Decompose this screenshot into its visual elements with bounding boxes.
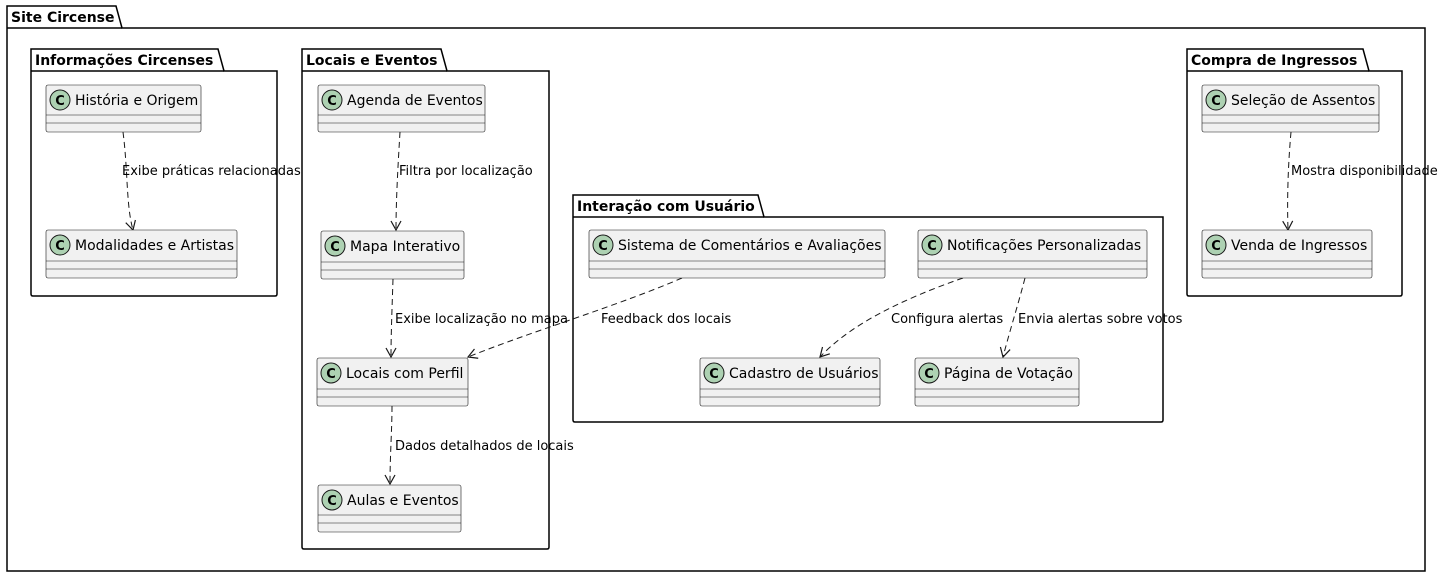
package-title: Site Circense — [11, 10, 115, 26]
class-aulas-e-eventos: C Aulas e Eventos — [317, 484, 462, 533]
edge-locaisperfil-aulas — [384, 405, 396, 486]
class-stereotype-letter: C — [598, 239, 608, 254]
class-stereotype-letter: C — [327, 94, 337, 109]
edge-label: Feedback dos locais — [601, 312, 731, 327]
class-name: Seleção de Assentos — [1231, 93, 1375, 109]
class-sistema-de-comentarios: C Sistema de Comentários e Avaliações — [588, 229, 886, 279]
class-venda-de-ingressos: C Venda de Ingressos — [1201, 229, 1373, 279]
class-stereotype-letter: C — [326, 367, 336, 382]
class-stereotype-icon — [592, 234, 614, 256]
package-locais-e-eventos: Locais e Eventos — [301, 48, 550, 550]
class-agenda-de-eventos: C Agenda de Eventos — [317, 84, 486, 133]
class-stereotype-icon — [918, 362, 940, 384]
edge-mapa-locaisperfil — [385, 278, 397, 359]
package-title: Informações Circenses — [35, 53, 213, 69]
class-stereotype-icon — [49, 234, 71, 256]
class-pagina-de-votacao: C Página de Votação — [914, 357, 1080, 407]
edge-label: Exibe práticas relacionadas — [122, 164, 301, 179]
class-name: Cadastro de Usuários — [729, 366, 879, 382]
edge-notificacoes-cadastro — [819, 277, 964, 358]
class-stereotype-icon — [1205, 234, 1227, 256]
class-name: Modalidades e Artistas — [75, 238, 234, 254]
class-historia-e-origem: C História e Origem — [45, 84, 202, 133]
class-stereotype-letter: C — [924, 367, 934, 382]
package-title: Compra de Ingressos — [1191, 53, 1357, 69]
class-notificacoes-personalizadas: C Notificações Personalizadas — [917, 229, 1148, 279]
class-stereotype-icon — [1205, 89, 1227, 111]
class-stereotype-letter: C — [1211, 239, 1221, 254]
class-name: Locais com Perfil — [346, 366, 463, 382]
class-stereotype-letter: C — [330, 240, 340, 255]
package-title: Locais e Eventos — [306, 53, 437, 69]
package-compra-de-ingressos: Compra de Ingressos — [1186, 48, 1403, 297]
edge-label: Mostra disponibilidade — [1291, 164, 1438, 179]
class-stereotype-icon — [703, 362, 725, 384]
edge-label: Envia alertas sobre votos — [1018, 312, 1183, 327]
class-name: História e Origem — [75, 93, 198, 109]
edge-label: Filtra por localização — [399, 164, 533, 179]
class-selecao-de-assentos: C Seleção de Assentos — [1201, 84, 1380, 133]
edge-label: Dados detalhados de locais — [395, 439, 574, 454]
edge-historia-modalidades — [122, 131, 136, 232]
edge-label: Exibe localização no mapa — [395, 312, 568, 327]
package-informacoes-circenses: Informações Circenses — [30, 48, 278, 297]
class-stereotype-icon — [324, 235, 346, 257]
package-title: Interação com Usuário — [577, 199, 755, 215]
class-name: Notificações Personalizadas — [947, 238, 1141, 254]
class-name: Agenda de Eventos — [347, 93, 483, 109]
edge-label: Configura alertas — [891, 312, 1003, 327]
relations — [122, 131, 1294, 486]
class-stereotype-letter: C — [1211, 94, 1221, 109]
class-stereotype-icon — [921, 234, 943, 256]
class-stereotype-letter: C — [55, 239, 65, 254]
class-stereotype-letter: C — [55, 94, 65, 109]
class-stereotype-icon — [321, 489, 343, 511]
class-name: Aulas e Eventos — [347, 493, 459, 509]
class-stereotype-letter: C — [327, 494, 337, 509]
edge-assentos-venda — [1282, 131, 1294, 232]
edge-notificacoes-votacao — [999, 277, 1026, 359]
edge-comentarios-locaisperfil — [466, 277, 683, 359]
class-name: Página de Votação — [944, 366, 1073, 382]
class-name: Sistema de Comentários e Avaliações — [618, 238, 882, 254]
class-locais-com-perfil: C Locais com Perfil — [316, 357, 469, 407]
class-cadastro-de-usuarios: C Cadastro de Usuários — [699, 357, 881, 407]
class-name: Venda de Ingressos — [1231, 238, 1367, 254]
edge-agenda-mapa — [390, 131, 402, 232]
package-interacao-com-usuario: Interação com Usuário — [572, 194, 1164, 423]
class-name: Mapa Interativo — [350, 239, 460, 255]
relation-labels: Exibe práticas relacionadas Filtra por l… — [122, 164, 1438, 454]
class-mapa-interativo: C Mapa Interativo — [320, 230, 465, 280]
package-site-circense: Site Circense — [6, 5, 1426, 572]
class-modalidades-e-artistas: C Modalidades e Artistas — [45, 229, 238, 279]
class-stereotype-icon — [321, 89, 343, 111]
class-stereotype-icon — [320, 362, 342, 384]
class-stereotype-letter: C — [927, 239, 937, 254]
class-boxes: C História e Origem C Modalidades e Arti… — [45, 84, 1380, 533]
class-stereotype-icon — [49, 89, 71, 111]
class-stereotype-letter: C — [709, 367, 719, 382]
